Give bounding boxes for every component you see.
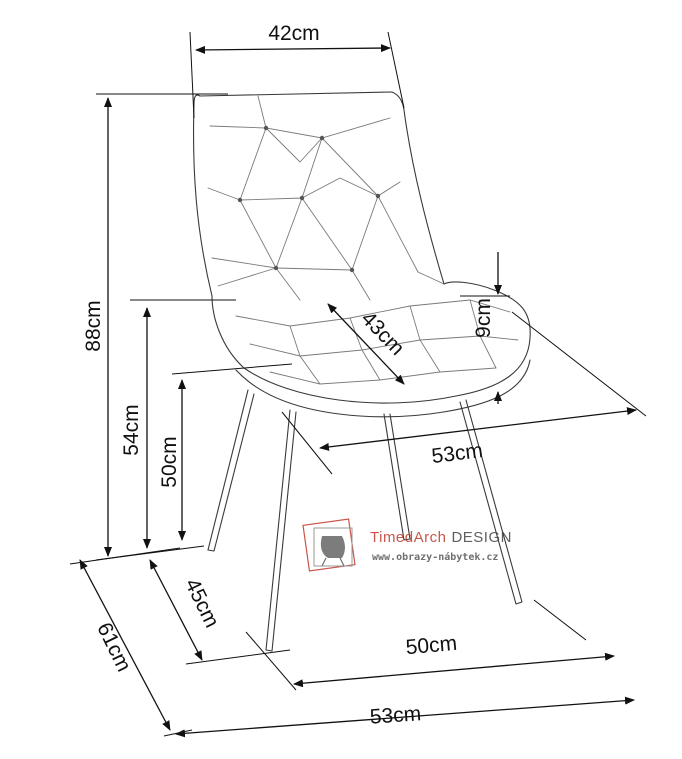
dim-total-height: 88cm <box>82 93 228 557</box>
label-54cm: 54cm <box>120 404 143 455</box>
label-50cm-seat-height: 50cm <box>158 436 181 487</box>
dim-armrest-height: 54cm <box>120 299 236 549</box>
watermark-logo-icon <box>302 518 356 572</box>
dim-footprint-depth: 61cm <box>69 547 193 737</box>
dim-seat-width: 53cm <box>281 311 647 475</box>
dim-seat-height: 50cm <box>158 363 293 541</box>
label-50cm-leg-width: 50cm <box>405 632 458 659</box>
label-9cm: 9cm <box>472 298 495 338</box>
label-45cm: 45cm <box>180 575 223 631</box>
dim-seat-thickness: 9cm <box>460 252 510 404</box>
label-88cm: 88cm <box>82 300 105 351</box>
label-42cm: 42cm <box>268 22 319 45</box>
dim-backrest-width: 42cm <box>189 22 405 119</box>
label-53cm-footprint: 53cm <box>369 702 422 729</box>
dim-footprint-width: 53cm <box>175 696 635 738</box>
chair-sketch <box>192 91 531 652</box>
backrest-outline <box>192 91 445 297</box>
watermark-url: www.obrazy-nábytek.cz <box>372 551 498 563</box>
backrest-tufting <box>207 95 445 301</box>
label-53cm-seat: 53cm <box>430 439 484 468</box>
dim-leg-depth: 45cm <box>149 559 291 665</box>
dim-leg-width: 50cm <box>245 599 615 691</box>
chair-legs <box>207 389 523 652</box>
label-43cm: 43cm <box>357 307 409 360</box>
dim-seat-depth: 43cm <box>327 303 409 385</box>
label-61cm: 61cm <box>92 619 135 675</box>
